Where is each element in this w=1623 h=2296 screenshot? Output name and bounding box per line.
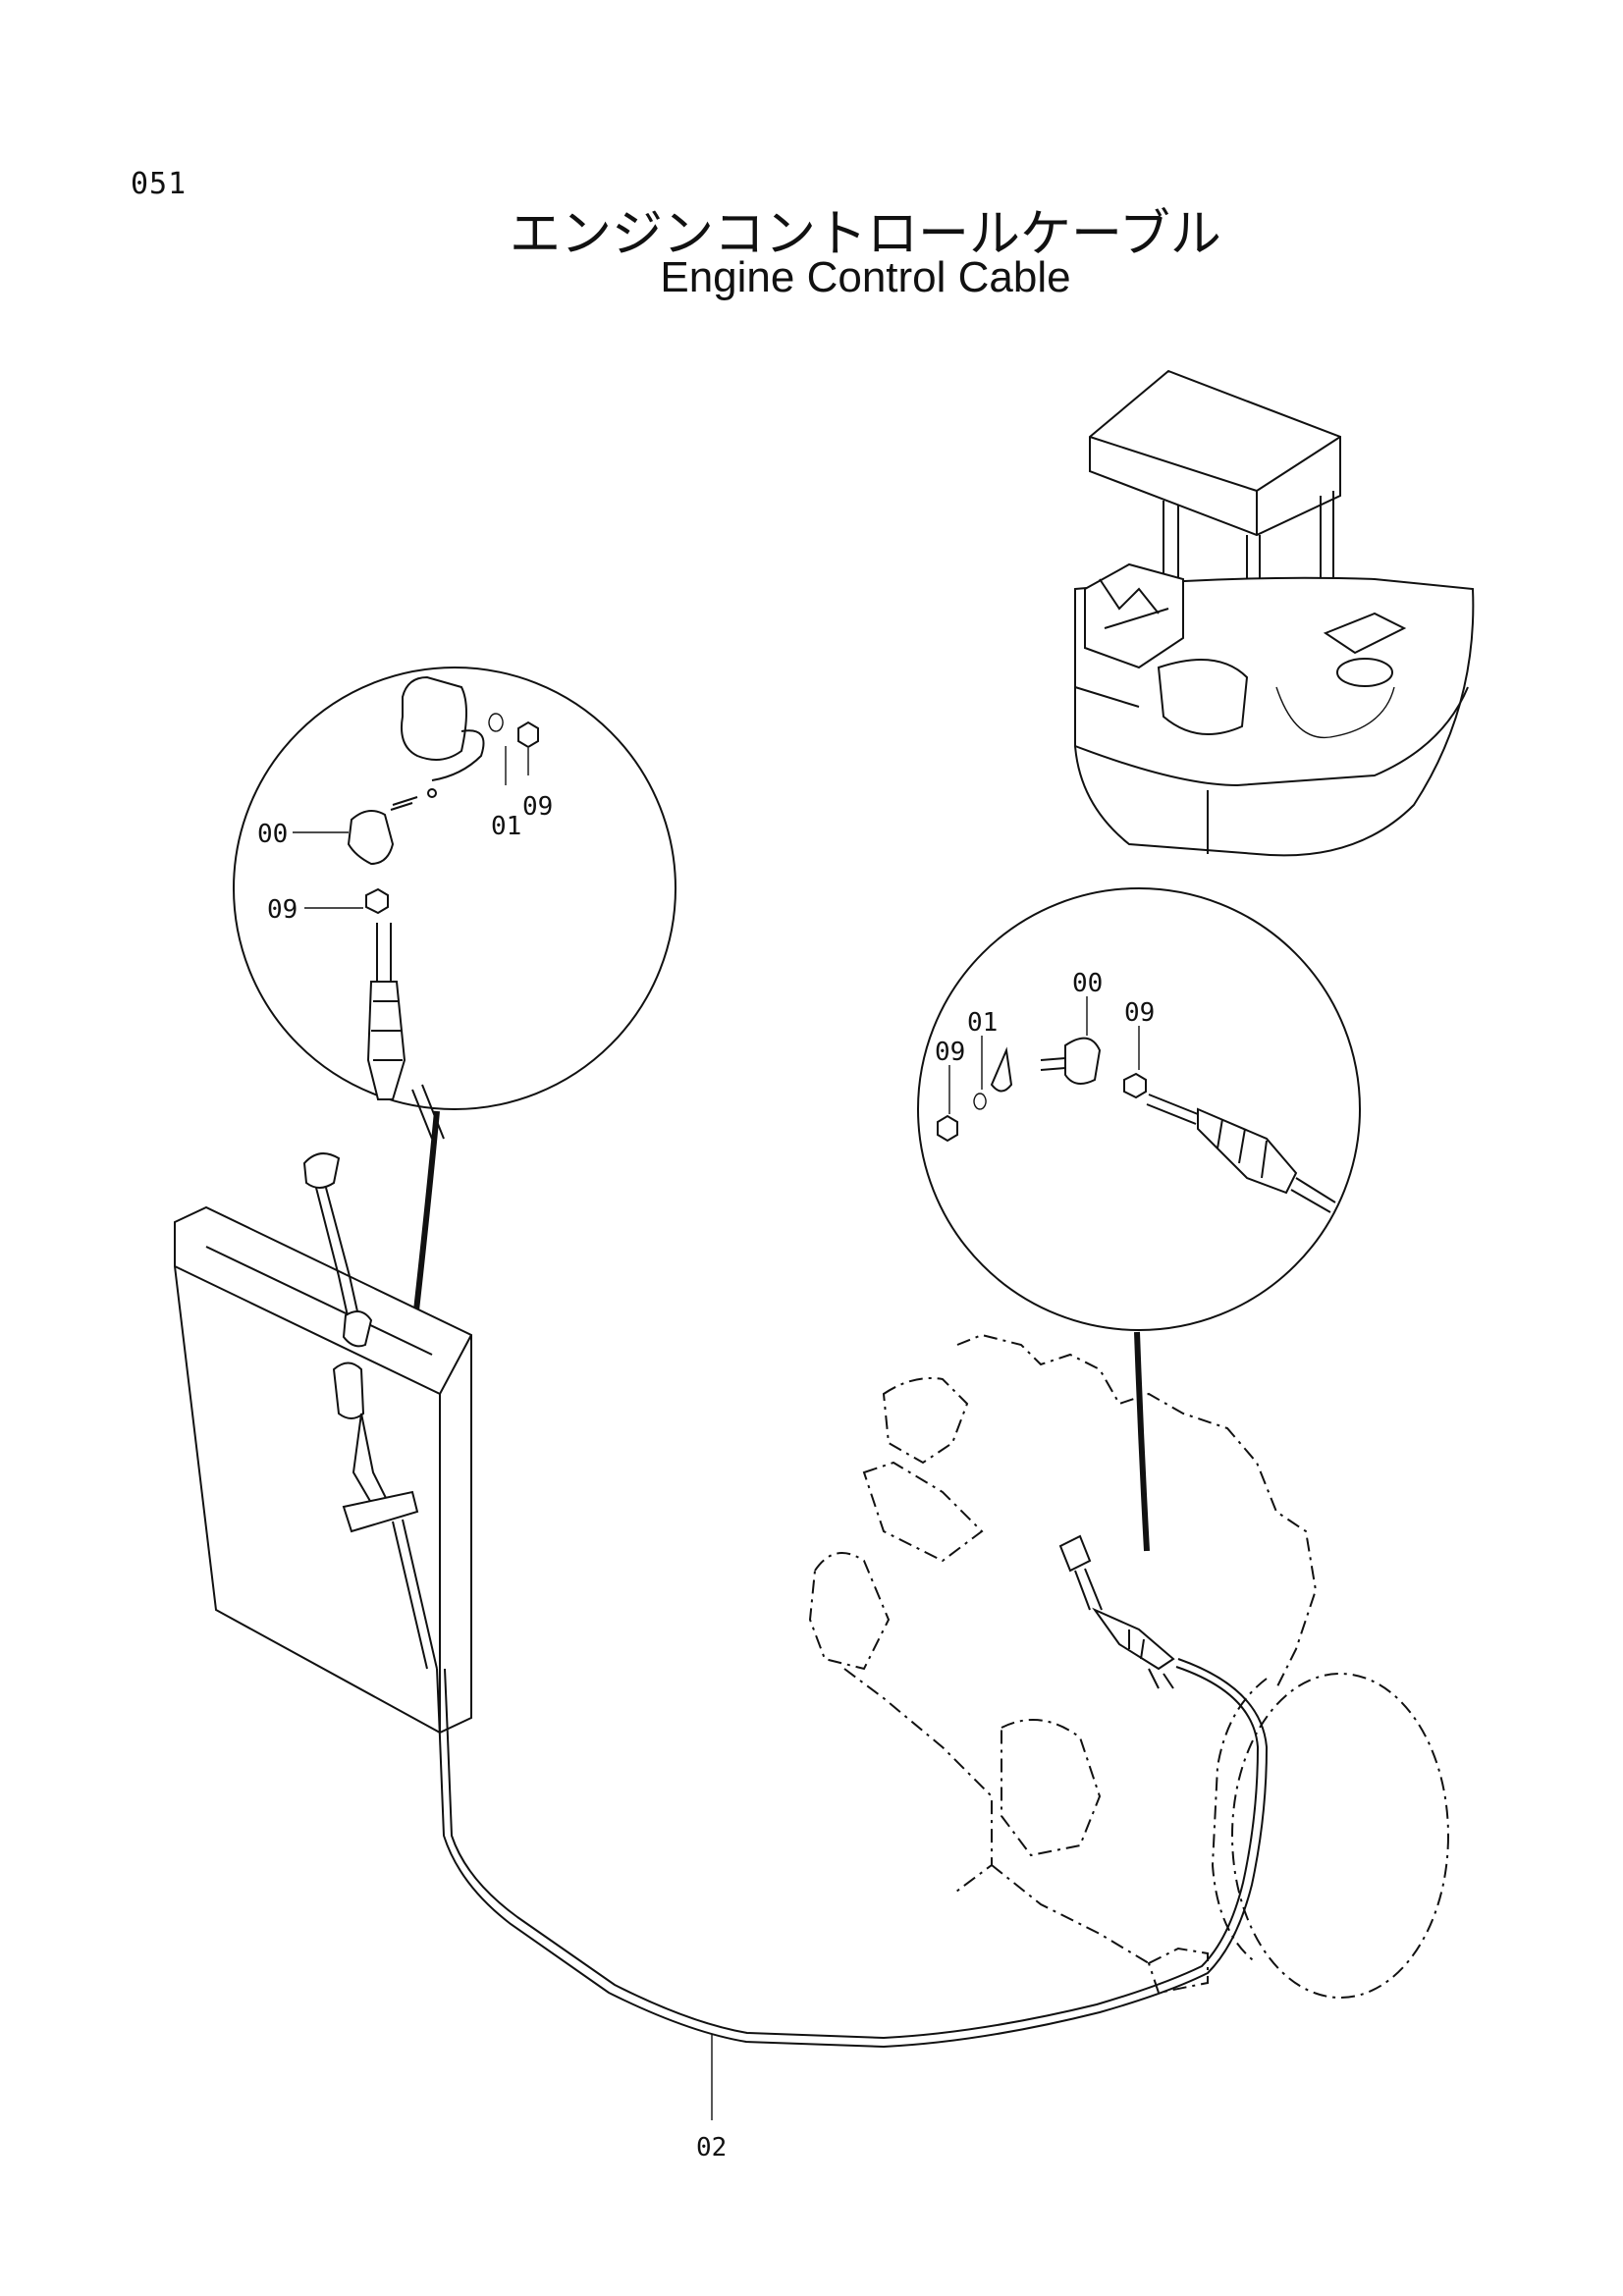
callout-left-00: 00 — [257, 820, 288, 849]
right-detail-leader — [1134, 1331, 1150, 1552]
callout-right-01: 01 — [967, 1008, 998, 1038]
control-box-illustration — [174, 1152, 472, 1735]
callout-left-01: 01 — [491, 812, 521, 841]
engine-control-cable — [436, 1658, 1269, 2049]
callout-left-09-upper: 09 — [522, 792, 553, 822]
right-detail-callouts — [948, 996, 1140, 1114]
callout-left-09-lower: 09 — [267, 895, 298, 925]
callout-right-09-upper: 09 — [1124, 998, 1155, 1028]
right-detail-circle — [917, 887, 1361, 1331]
callout-right-09-lower: 09 — [935, 1038, 965, 1067]
callout-right-00: 00 — [1072, 969, 1103, 998]
left-detail-circle — [233, 667, 676, 1140]
left-detail-callouts — [293, 746, 529, 909]
machine-overview-illustration — [1074, 369, 1475, 857]
callout-cable-02: 02 — [696, 2133, 727, 2163]
page-title-japanese: エンジンコントロールケーブル — [510, 205, 1221, 264]
page-number: 051 — [131, 167, 188, 201]
page-title-english: Engine Control Cable — [660, 253, 1071, 301]
engine-illustration — [808, 1333, 1449, 1999]
